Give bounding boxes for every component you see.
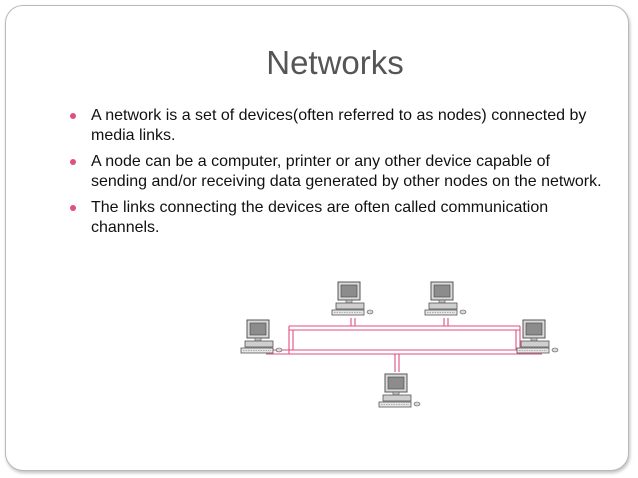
bullet-text: The links connecting the devices are oft… [91,199,549,236]
slide-title: Networks [266,44,404,81]
bullet-text: A node can be a computer, printer or any… [91,153,602,190]
bullet-dot-icon [70,113,76,119]
slide-frame [5,5,629,471]
bullet-list: A network is a set of devices(often refe… [70,106,610,244]
bullet-dot-icon [70,205,76,211]
bullet-text: A network is a set of devices(often refe… [91,107,587,144]
bullet-item: The links connecting the devices are oft… [70,198,610,238]
bullet-item: A network is a set of devices(often refe… [70,106,610,146]
bullet-item: A node can be a computer, printer or any… [70,152,610,192]
bullet-dot-icon [70,159,76,165]
